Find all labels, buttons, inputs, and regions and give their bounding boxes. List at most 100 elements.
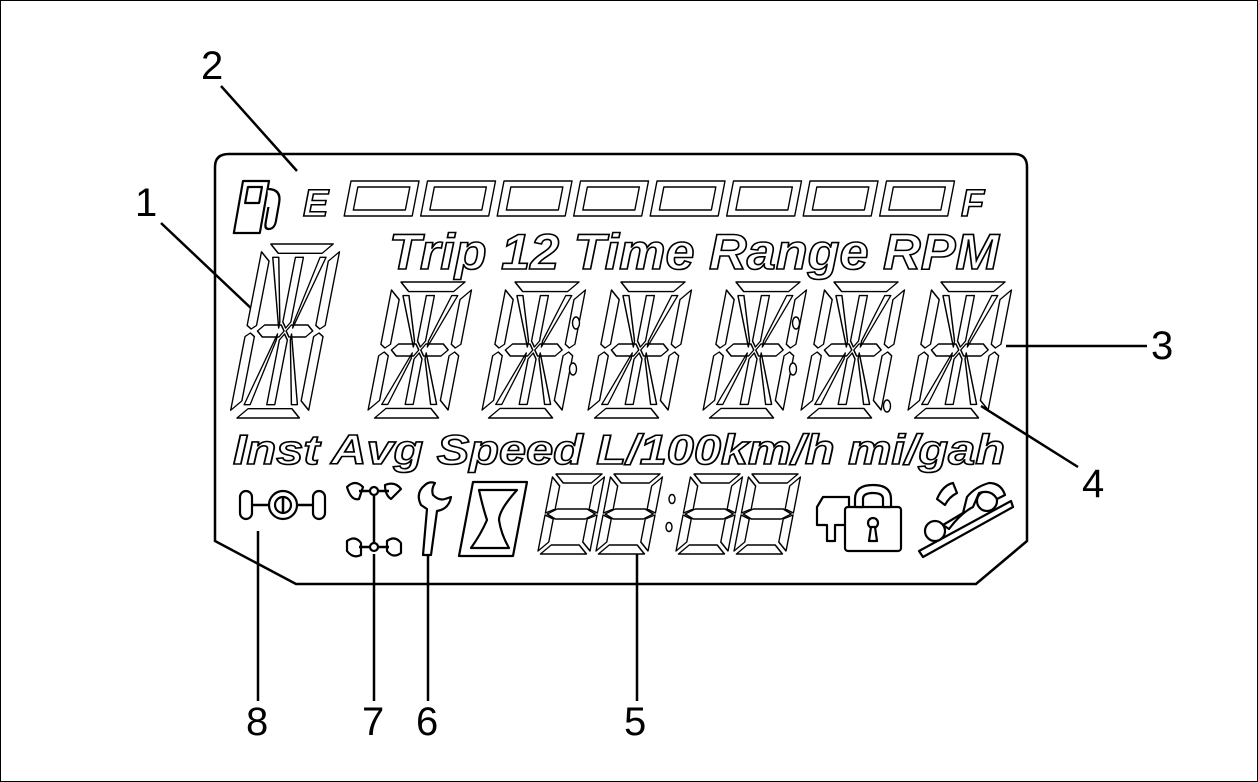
seven-segment-digit [733,473,802,555]
segment-center-lower [837,352,856,406]
segment-top [735,281,801,293]
seven-segment-digit [537,473,606,555]
fourteen-segment-digit [907,281,1013,419]
segment-lower-right [640,514,656,552]
segment-top [270,243,334,255]
segment-center-lower [944,352,963,406]
segment-diag-ll [381,352,413,406]
segment-lower-right [439,351,460,411]
segment-lower-left [733,514,750,552]
callout-1: 1 [135,181,157,225]
segment-diag-lr [964,352,978,406]
segment-middle-left [504,343,534,357]
fuel-bar-inner [735,186,794,211]
segment-diag-ll [814,352,846,406]
decimal-point [882,399,892,413]
fourteen-segment-digit [587,281,693,419]
segment-top [693,473,741,484]
segment-center-upper [956,294,976,348]
segment-bottom [487,407,554,419]
segment-lower-left [907,351,929,411]
segment-diag-ll [716,352,748,406]
segment-center-upper [416,294,436,348]
segment-middle-right [640,343,669,357]
segment-center-lower [624,352,643,406]
segment-bottom [373,407,440,419]
segment-diag-ur [291,256,327,329]
segment-middle [546,508,596,520]
fuel-bars [343,180,956,217]
fourteen-segment-digit [367,281,473,419]
segment-diag-ur [646,294,679,348]
segment-diag-ur [761,294,794,348]
segment-center-lower [518,352,537,406]
fuel-bar-segment [878,180,956,217]
colon-dot [791,316,801,330]
segment-diag-ll [921,352,953,406]
segment-center-lower [739,352,758,406]
segment-top [400,281,466,293]
segment-upper-right [784,476,802,514]
4wd-drivetrain-icon [345,481,403,558]
segment-lower-left [675,514,692,552]
segment-diag-ul [516,294,530,348]
segment-top [751,473,799,484]
segment-upper-right [670,289,693,349]
segment-lower-right [720,514,736,552]
segment-diag-ur [966,294,999,348]
segment-diag-lr [759,352,773,406]
callout-6: 6 [416,700,438,744]
callout-5: 5 [624,700,646,744]
segment-lower-right [872,351,893,411]
segment-upper-right [450,289,473,349]
wrench-service-icon [417,481,453,557]
differential-lock-icon [238,489,327,521]
segment-center-lower [404,352,423,406]
segment-center-upper [849,294,869,348]
segment-upper-right [646,476,664,514]
segment-middle-right [960,343,989,357]
segment-lower-right [659,351,680,411]
mode-labels: Trip 12 Time Range RPM [389,224,1000,280]
segment-lower-left [481,351,503,411]
callout-line-2 [220,85,298,172]
callout-3: 3 [1151,324,1173,368]
fuel-bar-segment [343,180,420,217]
segment-diag-lr [289,333,299,406]
callout-line-4 [980,404,1079,469]
segment-upper-left [246,251,270,330]
segment-top [514,281,580,293]
segment-diag-ul [835,294,849,348]
segment-lower-right [774,351,795,411]
segment-bottom [708,407,775,419]
segment-top [940,281,1006,293]
colon-dot [568,362,578,376]
fourteen-segment-digit [481,281,587,419]
segment-lower-right [979,351,1000,411]
segment-upper-left [920,289,940,349]
segment-diag-ul [272,256,281,329]
main-digit-display [229,243,1013,419]
callout-line-1 [160,222,255,312]
fuel-bar-segment [496,180,573,217]
segment-middle-right [534,343,563,357]
segment-diag-ll [243,333,279,406]
segment-lower-left [800,351,822,411]
colon-dot [668,493,676,505]
callout-lines [160,85,1147,701]
segment-upper-left [740,476,757,514]
segment-upper-right [588,476,606,514]
segment-top [620,281,686,293]
segment-lower-left [367,351,389,411]
segment-diag-ul [942,294,956,348]
segment-lower-left [229,332,256,411]
colon-dot [665,521,673,533]
segment-middle-left [930,343,960,357]
segment-upper-left [544,476,561,514]
unit-labels: Inst Avg Speed L/100km/h mi/gah [233,426,1005,473]
fuel-pump-icon [232,179,281,235]
segment-diag-lr [538,352,552,406]
segment-lower-left [702,351,724,411]
segment-diag-ll [601,352,633,406]
